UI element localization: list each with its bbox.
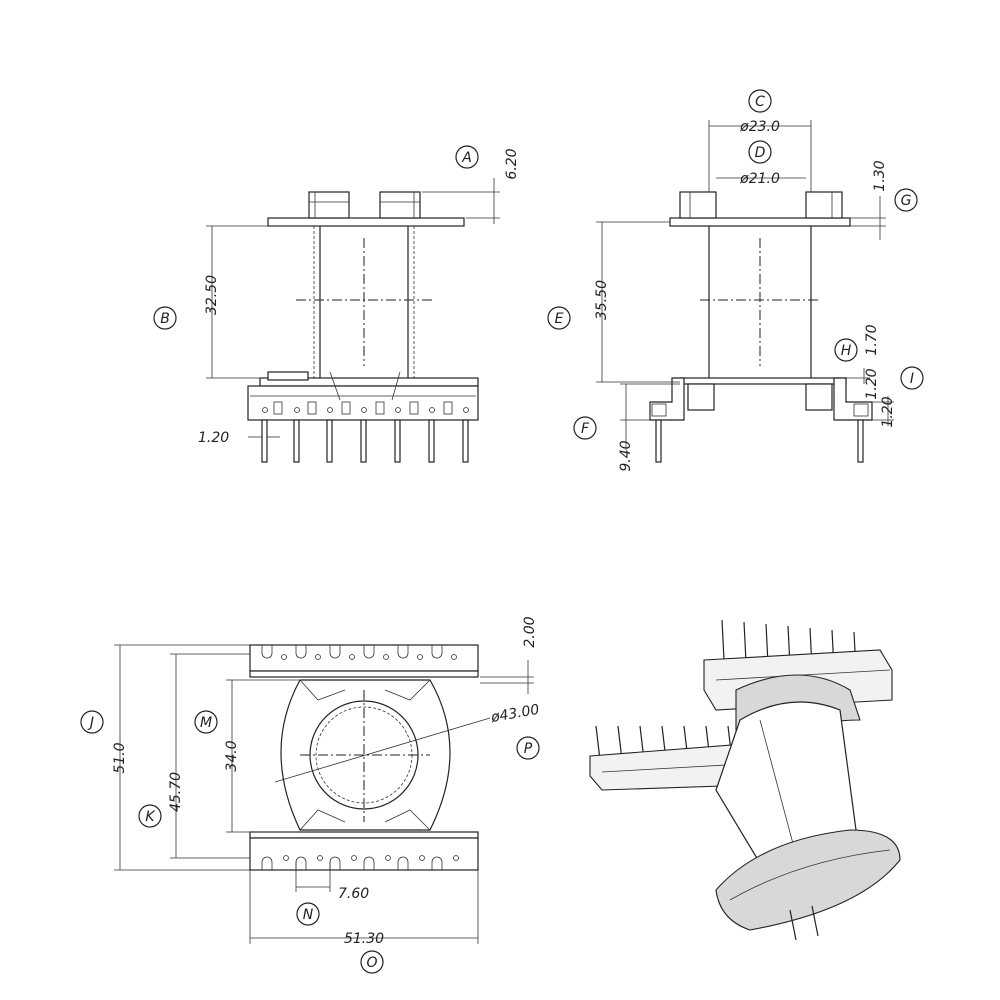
label-o: O xyxy=(366,955,377,971)
dim-i2-value: 1.20 xyxy=(880,396,896,427)
dim-p-value: ø43.00 xyxy=(489,702,541,726)
dim-k-value: 45.70 xyxy=(168,772,184,812)
front-pins xyxy=(261,419,469,463)
dim-h-value: 1.70 xyxy=(864,324,880,355)
dim-f-value: 9.40 xyxy=(618,440,634,471)
label-i: I xyxy=(910,371,914,387)
front-view: 6.20 A 32.50 B 1.20 xyxy=(153,145,520,463)
label-g: G xyxy=(901,193,912,209)
dim-g-value: 1.30 xyxy=(872,160,888,191)
dim-b-value: 32.50 xyxy=(204,275,220,315)
dim-n-value: 7.60 xyxy=(338,886,369,902)
isometric-view xyxy=(589,619,901,941)
label-e: E xyxy=(555,311,564,327)
bottom-view: ø43.00 P 2.00 51.0 J 45.70 K 34.0 M 7.60 xyxy=(80,616,541,974)
dim-d-value: ø21.0 xyxy=(739,171,780,187)
label-d: D xyxy=(755,145,766,161)
label-j: J xyxy=(87,715,94,731)
dim-o-value: 51.30 xyxy=(344,931,384,947)
dim-c-value: ø23.0 xyxy=(739,119,780,135)
dim-j-value: 51.0 xyxy=(112,742,128,773)
label-k: K xyxy=(145,809,156,825)
dim-i-value: 1.20 xyxy=(864,368,880,399)
dim-m-value: 34.0 xyxy=(224,740,240,771)
dim-e-value: 35.50 xyxy=(594,280,610,320)
label-m: M xyxy=(200,715,212,731)
label-c: C xyxy=(755,94,765,110)
label-p: P xyxy=(524,741,533,757)
label-f: F xyxy=(581,421,590,437)
dim-pin-value: 1.20 xyxy=(198,430,229,446)
label-n: N xyxy=(303,907,314,923)
dim-a-value: 6.20 xyxy=(504,148,520,179)
front-pin-holes xyxy=(262,401,469,415)
label-a: A xyxy=(461,150,472,166)
label-b: B xyxy=(160,311,170,327)
dim-q-value: 2.00 xyxy=(522,616,538,647)
side-view: ø23.0 C ø21.0 D 35.50 E 1.30 G 1.70 H 1.… xyxy=(547,89,924,472)
label-h: H xyxy=(841,343,852,359)
